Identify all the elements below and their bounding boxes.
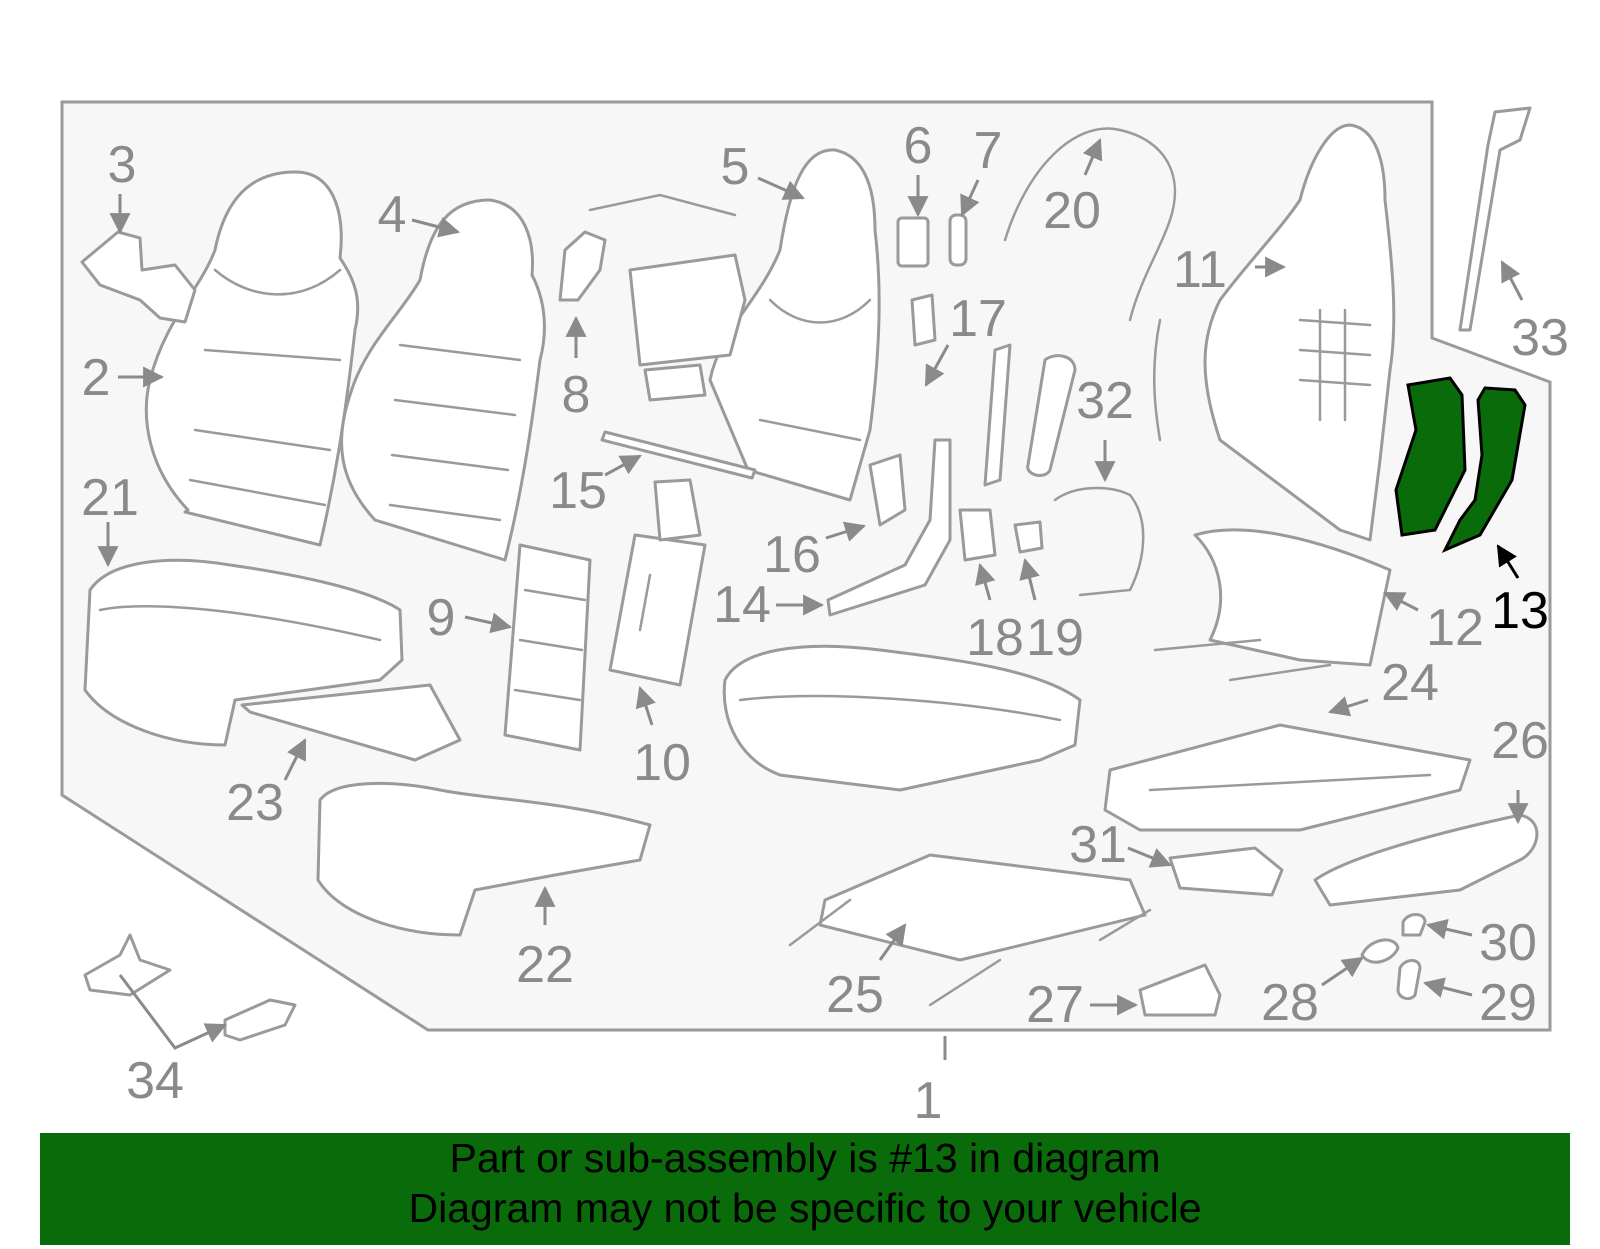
part-20-cable [1003,127,1177,322]
part-11-rear-panel [1203,123,1396,542]
callout-2: 2 [82,349,111,407]
callout-5: 5 [721,138,750,196]
callout-1: 1 [914,1072,943,1130]
callout-33: 33 [1511,309,1569,367]
callout-6: 6 [904,117,933,175]
part-27-module [1138,963,1222,1017]
part-15-strip [600,430,757,480]
callout-32: 32 [1076,372,1134,430]
part-10-panel [608,478,707,687]
callout-26: 26 [1491,712,1549,770]
callout-12: 12 [1426,599,1484,657]
callout-29: 29 [1479,974,1537,1032]
callout-18: 18 [966,609,1024,667]
part-7-clip [948,213,968,267]
callout-17: 17 [949,290,1007,348]
part-16-motor [868,453,907,527]
callout-21: 21 [81,469,139,527]
part-33-rod [1458,106,1532,332]
part-17-clip [910,293,937,347]
leader-lines [97,138,1529,1060]
part-4-seat-back-pad [340,198,546,562]
part-23-tray [240,683,462,762]
part-21-cushion-cover [83,558,404,747]
callout-34: 34 [126,1052,184,1110]
callout-4: 4 [378,186,407,244]
part-34-cover-a [83,933,172,997]
part-armrest-pad [1026,354,1077,477]
part-3-guide [80,230,197,324]
callout-11: 11 [1173,241,1227,299]
callout-15: 15 [549,462,607,520]
part-24-cushion-frame [1103,723,1472,832]
callout-19: 19 [1026,609,1084,667]
part-rail-bracket [983,343,1012,487]
callout-30: 30 [1479,914,1537,972]
part-12-seat-pan [1153,528,1392,682]
part-28-knob [1360,938,1400,964]
callout-9: 9 [427,589,456,647]
callout-28: 28 [1261,974,1319,1032]
part-22-cushion-pad [316,781,652,937]
callout-7: 7 [974,122,1003,180]
part-14-recliner [826,438,952,617]
part-13-side-trim [1394,376,1527,553]
callout-31: 31 [1069,816,1127,874]
part-8-bracket [558,230,607,302]
callout-labels: 1 2 3 4 5 6 7 8 9 10 11 12 13 14 15 16 1… [81,117,1569,1130]
part-34-cover-b [223,998,297,1042]
callout-27: 27 [1026,976,1084,1034]
banner-line-disclaimer: Diagram may not be specific to your vehi… [408,1185,1202,1231]
part-29-knob [1396,959,1422,1001]
callout-8: 8 [562,366,591,424]
callout-24: 24 [1381,654,1439,712]
callout-20: 20 [1043,182,1101,240]
part-5-seat-back-frame [708,148,881,502]
part-airbag-module [588,193,747,402]
part-30-knob [1401,913,1427,937]
callout-23: 23 [226,774,284,832]
part-main-cushion [722,644,1082,792]
callout-3: 3 [108,136,137,194]
callout-25: 25 [826,966,884,1024]
part-31-bin [1168,846,1284,897]
part-32-harness [1053,318,1162,597]
part-19-clip [1013,520,1044,554]
callout-10: 10 [633,734,691,792]
callout-16: 16 [763,526,821,584]
callout-22: 22 [516,936,574,994]
part-9-lumbar [503,543,592,752]
callout-13-highlighted: 13 [1491,582,1549,640]
part-18-bracket [958,508,997,562]
info-banner: Part or sub-assembly is #13 in diagram D… [40,1133,1570,1245]
part-6-clip [896,216,930,268]
banner-line-part-info: Part or sub-assembly is #13 in diagram [449,1135,1161,1181]
callout-14: 14 [713,576,771,634]
